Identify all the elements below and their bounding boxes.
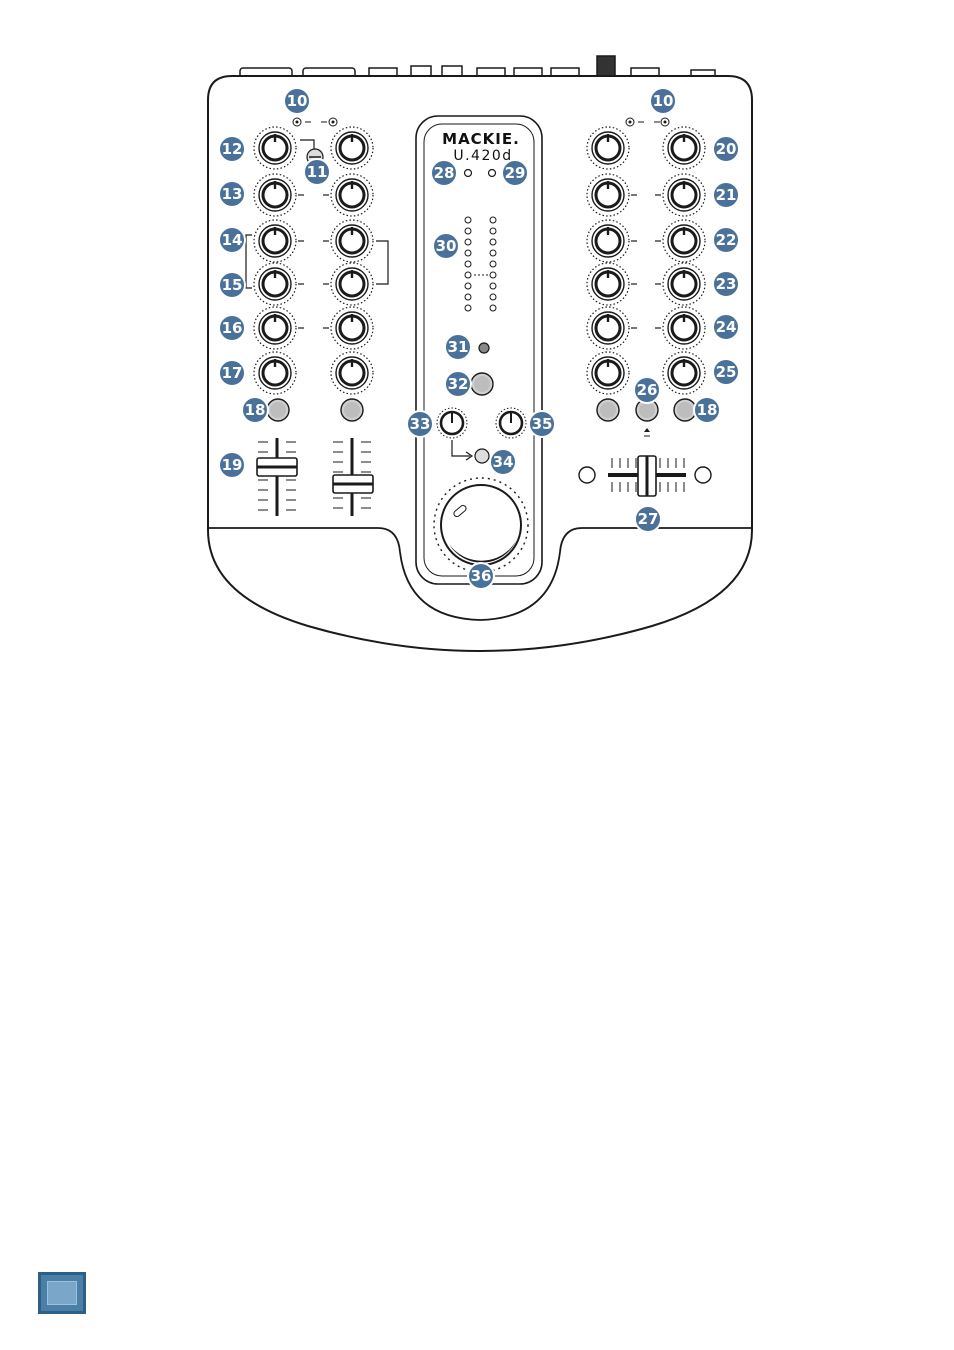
svg-text:33: 33	[410, 415, 431, 433]
svg-text:32: 32	[448, 375, 469, 393]
callout-27: 27	[635, 506, 661, 532]
callout-31: 31	[445, 334, 471, 360]
callout-20: 20	[713, 136, 739, 162]
model-name: U.420d	[453, 148, 512, 164]
callout-14: 14	[219, 227, 245, 253]
callout-16: 16	[219, 315, 245, 341]
svg-text:24: 24	[716, 318, 737, 336]
callout-11: 11	[304, 159, 330, 185]
svg-text:11: 11	[307, 163, 328, 181]
svg-text:22: 22	[716, 231, 737, 249]
callout-28: 28	[431, 160, 457, 186]
callout-21: 21	[713, 182, 739, 208]
callout-22: 22	[713, 227, 739, 253]
svg-text:26: 26	[637, 381, 658, 399]
callout-10-right: 10	[650, 88, 676, 114]
svg-text:18: 18	[245, 401, 266, 419]
page-number-box	[38, 1272, 86, 1314]
callout-36: 36	[468, 563, 494, 589]
callout-32: 32	[445, 371, 471, 397]
callout-18-right: 18	[694, 397, 720, 423]
svg-text:31: 31	[448, 338, 469, 356]
callout-29: 29	[502, 160, 528, 186]
callout-17: 17	[219, 360, 245, 386]
callout-26: 26	[634, 377, 660, 403]
callout-25: 25	[713, 359, 739, 385]
svg-text:30: 30	[436, 237, 457, 255]
brand-logo: MACKIE.	[442, 130, 520, 148]
callout-35: 35	[529, 411, 555, 437]
svg-text:17: 17	[222, 364, 243, 382]
callout-24: 24	[713, 314, 739, 340]
svg-text:21: 21	[716, 186, 737, 204]
callout-30: 30	[433, 233, 459, 259]
svg-text:28: 28	[434, 164, 455, 182]
svg-text:36: 36	[471, 567, 492, 585]
svg-text:29: 29	[505, 164, 526, 182]
svg-text:18: 18	[697, 401, 718, 419]
callout-18-left: 18	[242, 397, 268, 423]
callout-15: 15	[219, 272, 245, 298]
svg-text:23: 23	[716, 275, 737, 293]
svg-text:15: 15	[222, 276, 243, 294]
svg-text:20: 20	[716, 140, 737, 158]
svg-text:35: 35	[532, 415, 553, 433]
svg-text:13: 13	[222, 185, 243, 203]
callout-33: 33	[407, 411, 433, 437]
svg-text:16: 16	[222, 319, 243, 337]
svg-text:14: 14	[222, 231, 243, 249]
svg-text:25: 25	[716, 363, 737, 381]
svg-text:27: 27	[638, 510, 659, 528]
callout-34: 34	[490, 449, 516, 475]
svg-text:19: 19	[222, 456, 243, 474]
page-number-box-inner	[47, 1281, 77, 1305]
svg-text:34: 34	[493, 453, 514, 471]
svg-text:10: 10	[287, 92, 308, 110]
switch-34[interactable]	[475, 449, 489, 463]
callout-23: 23	[713, 271, 739, 297]
callout-19: 19	[219, 452, 245, 478]
callout-12: 12	[219, 136, 245, 162]
svg-text:10: 10	[653, 92, 674, 110]
callout-13: 13	[219, 181, 245, 207]
callout-10-left: 10	[284, 88, 310, 114]
center-button[interactable]	[471, 373, 493, 395]
svg-text:12: 12	[222, 140, 243, 158]
rear-connectors	[240, 56, 715, 78]
